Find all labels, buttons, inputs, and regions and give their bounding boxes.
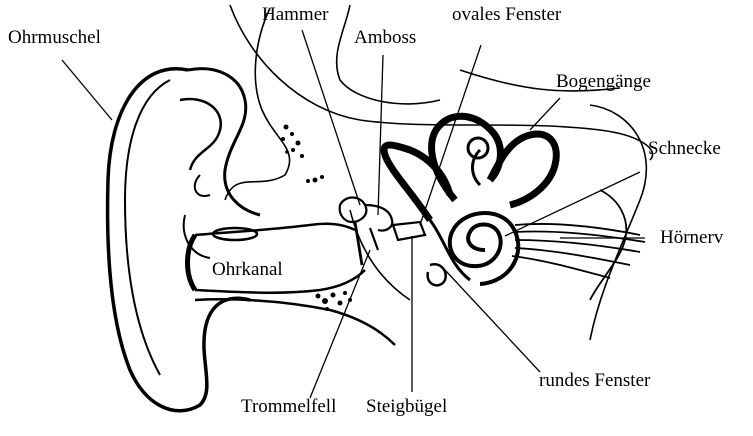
leader-line-rundes-fenster [445,270,540,372]
label-amboss: Amboss [354,27,416,49]
label-hoernerv: Hörnerv [660,227,723,249]
leader-line-ohrmuschel [62,60,112,120]
bone-texture [281,125,352,312]
auditory-nerve [512,190,645,300]
leader-line-trommelfell [310,250,370,398]
label-hammer: Hammer [262,4,328,26]
leader-line-amboss [378,55,383,215]
label-bogengaenge: Bogengänge [556,71,651,93]
label-schnecke: Schnecke [648,138,721,160]
leader-line-schnecke [505,172,640,236]
label-trommelfell: Trommelfell [241,396,336,418]
label-rundes-fenster: rundes Fenster [539,370,650,392]
ear-canal [188,224,396,345]
label-ohrkanal: Ohrkanal [212,259,283,281]
label-ovales-fenster: ovales Fenster [452,4,561,26]
label-ohrmuschel: Ohrmuschel [8,27,101,49]
inner-ear [384,116,556,285]
label-steigbuegel: Steigbügel [366,396,447,418]
